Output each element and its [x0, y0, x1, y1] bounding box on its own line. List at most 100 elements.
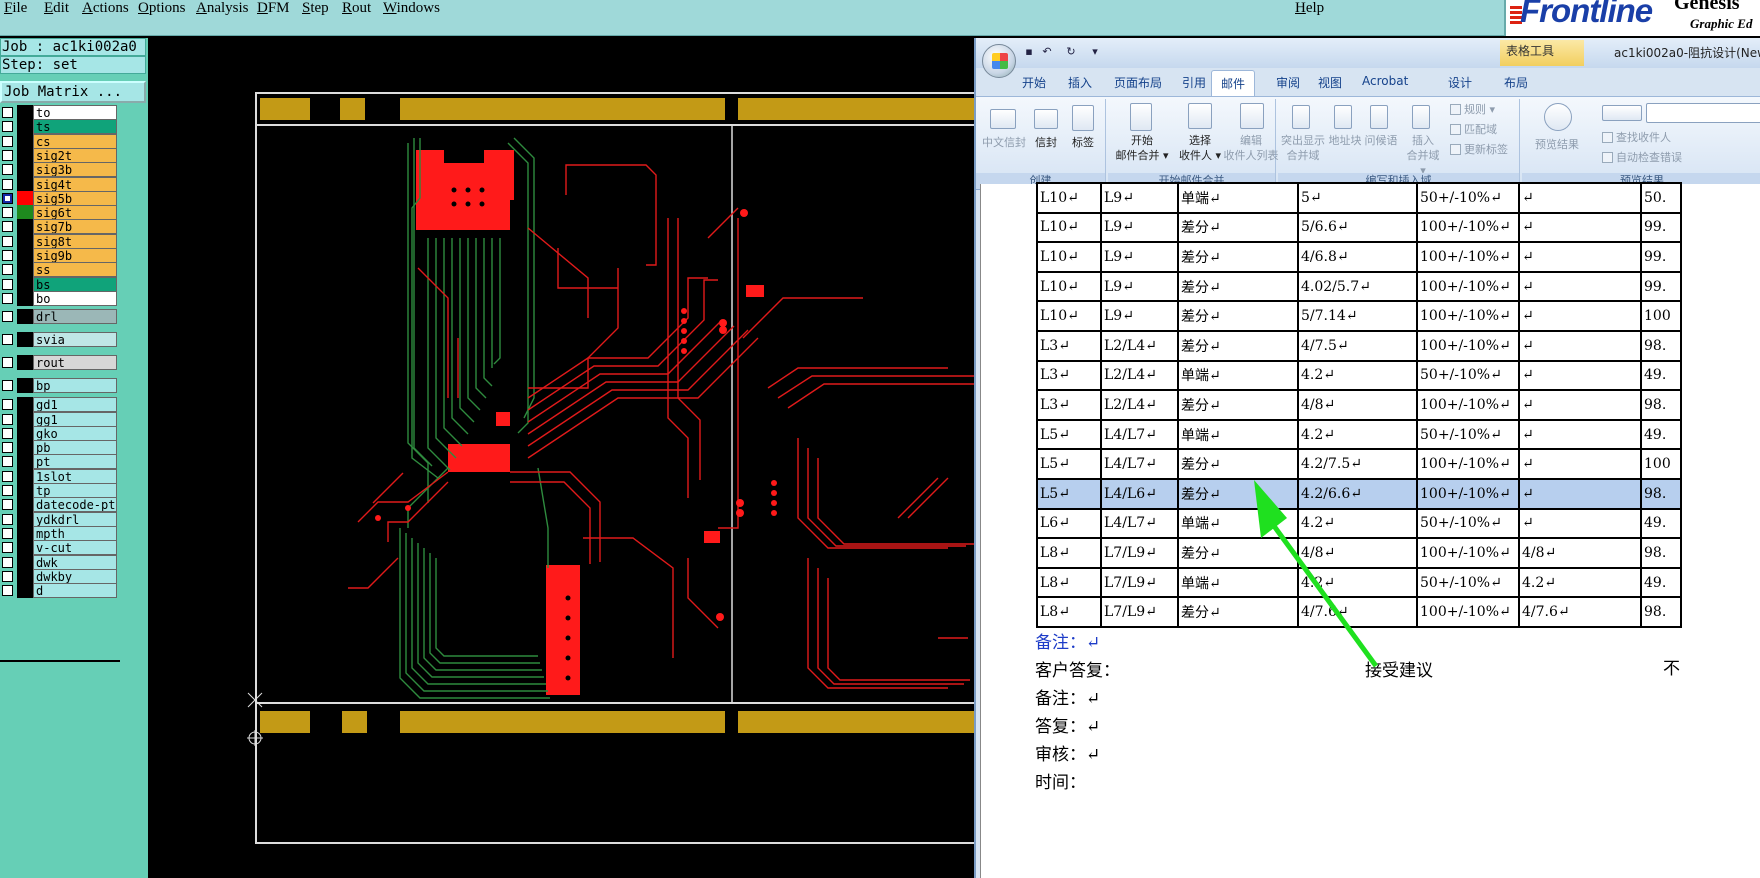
table-cell[interactable]: 单端↵	[1177, 359, 1299, 392]
table-cell[interactable]: ↵	[1518, 507, 1642, 540]
table-cell[interactable]: ↵	[1518, 448, 1642, 480]
table-cell[interactable]: 100+/-10%↵	[1416, 448, 1520, 480]
select-recipients-button[interactable]: 选择收件人 ▾	[1178, 134, 1222, 162]
layer-name[interactable]: rout	[33, 355, 117, 371]
table-row[interactable]: L10↵L9↵单端↵5↵50+/-10%↵↵50.	[1036, 182, 1682, 214]
layer-name[interactable]: sig6t	[33, 205, 117, 221]
tab-2[interactable]: 页面布局	[1114, 76, 1163, 90]
table-cell[interactable]: 差分↵	[1177, 300, 1299, 332]
layer-checkbox[interactable]	[2, 399, 13, 411]
layer-name[interactable]: bp	[33, 378, 117, 394]
table-cell[interactable]: 4.2/6.6↵	[1297, 477, 1418, 510]
menu-step[interactable]: Step	[302, 0, 329, 16]
menu-options[interactable]: Options	[138, 0, 186, 16]
pcb-graphic-canvas[interactable]	[148, 38, 997, 878]
table-cell[interactable]: L9↵	[1100, 182, 1179, 214]
table-cell[interactable]: 单端↵	[1177, 418, 1299, 451]
layer-checkbox[interactable]	[2, 570, 13, 582]
table-cell[interactable]: L7/L9↵	[1100, 566, 1179, 599]
highlight-fields-button[interactable]: 突出显示合并域	[1281, 134, 1325, 162]
tab-0[interactable]: 开始	[1022, 76, 1047, 90]
layer-checkbox[interactable]	[2, 499, 13, 511]
table-cell[interactable]: L8↵	[1036, 537, 1102, 569]
table-cell[interactable]: 98.	[1640, 596, 1682, 628]
table-cell[interactable]: L10↵	[1036, 182, 1102, 214]
layer-name[interactable]: mpth	[33, 525, 117, 541]
layer-row-sig4t[interactable]: sig4t	[0, 176, 118, 192]
layer-checkbox[interactable]	[2, 192, 13, 204]
table-cell[interactable]: 单端↵	[1177, 566, 1299, 599]
rules-button[interactable]: 规则 ▾	[1450, 103, 1495, 117]
layer-row-rout[interactable]: rout	[0, 355, 118, 371]
table-cell[interactable]: 差分↵	[1177, 448, 1299, 480]
layer-row-d[interactable]: d	[0, 583, 118, 599]
table-cell[interactable]: 4.2/7.5↵	[1297, 448, 1418, 480]
layer-row-1slot[interactable]: 1slot	[0, 468, 118, 484]
layer-row-sig2t[interactable]: sig2t	[0, 147, 118, 163]
table-cell[interactable]: 4/8↵	[1297, 389, 1418, 421]
table-row[interactable]: L8↵L7/L9↵单端↵4.2↵50+/-10%↵4.2↵49.	[1036, 566, 1682, 599]
table-cell[interactable]: 98.	[1640, 329, 1682, 362]
save-icon[interactable]: ▪	[1025, 45, 1033, 58]
layer-checkbox[interactable]	[2, 221, 13, 233]
table-cell[interactable]: 4/6.8↵	[1297, 241, 1418, 273]
layer-name[interactable]: ss	[33, 262, 117, 278]
table-cell[interactable]: L2/L4↵	[1100, 359, 1179, 392]
layer-checkbox[interactable]	[2, 413, 13, 425]
layer-checkbox[interactable]	[2, 178, 13, 190]
table-cell[interactable]: 4/7.6↵	[1518, 596, 1642, 628]
layer-checkbox[interactable]	[2, 278, 13, 290]
layer-checkbox[interactable]	[2, 456, 13, 468]
table-cell[interactable]: 4.2↵	[1518, 566, 1642, 599]
layer-row-sig5b[interactable]: sig5b	[0, 190, 118, 206]
menu-windows[interactable]: Windows	[383, 0, 440, 16]
layer-row-datecode-pt[interactable]: datecode-pt	[0, 497, 118, 513]
tab-7[interactable]: Acrobat	[1362, 74, 1409, 88]
table-cell[interactable]: L9↵	[1100, 270, 1179, 303]
menu-rout[interactable]: Rout	[342, 0, 372, 16]
layer-row-ss[interactable]: ss	[0, 262, 118, 278]
auto-check-errors-button[interactable]: 自动检查错误	[1602, 151, 1682, 165]
table-cell[interactable]: 单端↵	[1177, 182, 1299, 214]
layer-row-ts[interactable]: ts	[0, 119, 118, 135]
tab-9[interactable]: 布局	[1504, 76, 1529, 90]
find-recipient-button[interactable]: 查找收件人	[1602, 131, 1671, 145]
table-cell[interactable]: 98.	[1640, 389, 1682, 421]
customize-toolbar-icon[interactable]: ▾	[1092, 45, 1098, 58]
layer-name[interactable]: to	[33, 105, 117, 120]
preview-results-button[interactable]: 预览结果	[1535, 138, 1579, 151]
menu-actions[interactable]: Actions	[82, 0, 129, 16]
job-matrix-button[interactable]: Job Matrix ...	[0, 81, 146, 103]
layer-name[interactable]: tp	[33, 483, 117, 498]
layer-checkbox[interactable]	[2, 207, 13, 219]
table-row[interactable]: L8↵L7/L9↵差分↵4/7.6↵100+/-10%↵4/7.6↵98.	[1036, 596, 1682, 628]
table-row[interactable]: L6↵L4/L7↵单端↵4.2↵50+/-10%↵↵49.	[1036, 507, 1682, 540]
layer-checkbox[interactable]	[2, 357, 13, 369]
menu-edit[interactable]: Edit	[44, 0, 70, 16]
layer-checkbox[interactable]	[2, 585, 13, 597]
update-labels-button[interactable]: 更新标签	[1450, 143, 1508, 157]
table-cell[interactable]: 4/7.5↵	[1297, 329, 1418, 362]
table-row[interactable]: L10↵L9↵差分↵5/6.6↵100+/-10%↵↵99.	[1036, 211, 1682, 244]
layer-row-svia[interactable]: svia	[0, 332, 118, 348]
layer-name[interactable]: sig7b	[33, 219, 117, 235]
table-cell[interactable]: L6↵	[1036, 507, 1102, 540]
table-row[interactable]: L10↵L9↵差分↵5/7.14↵100+/-10%↵↵100	[1036, 300, 1682, 332]
layer-checkbox[interactable]	[2, 164, 13, 176]
layer-row-sig6t[interactable]: sig6t	[0, 205, 118, 221]
table-cell[interactable]: 4.2↵	[1297, 418, 1418, 451]
match-fields-button[interactable]: 匹配域	[1450, 123, 1497, 137]
table-cell[interactable]: L2/L4↵	[1100, 329, 1179, 362]
layer-checkbox[interactable]	[2, 470, 13, 482]
table-cell[interactable]: 差分↵	[1177, 537, 1299, 569]
table-cell[interactable]: L10↵	[1036, 211, 1102, 244]
table-cell[interactable]: 5↵	[1297, 182, 1418, 214]
table-cell[interactable]: 100+/-10%↵	[1416, 300, 1520, 332]
table-cell[interactable]: 99.	[1640, 211, 1682, 244]
layer-name[interactable]: 1slot	[33, 468, 117, 484]
table-cell[interactable]: 100+/-10%↵	[1416, 477, 1520, 510]
table-cell[interactable]: 差分↵	[1177, 389, 1299, 421]
table-cell[interactable]: L4/L6↵	[1100, 477, 1179, 510]
layer-checkbox[interactable]	[2, 135, 13, 147]
table-cell[interactable]: L4/L7↵	[1100, 418, 1179, 451]
